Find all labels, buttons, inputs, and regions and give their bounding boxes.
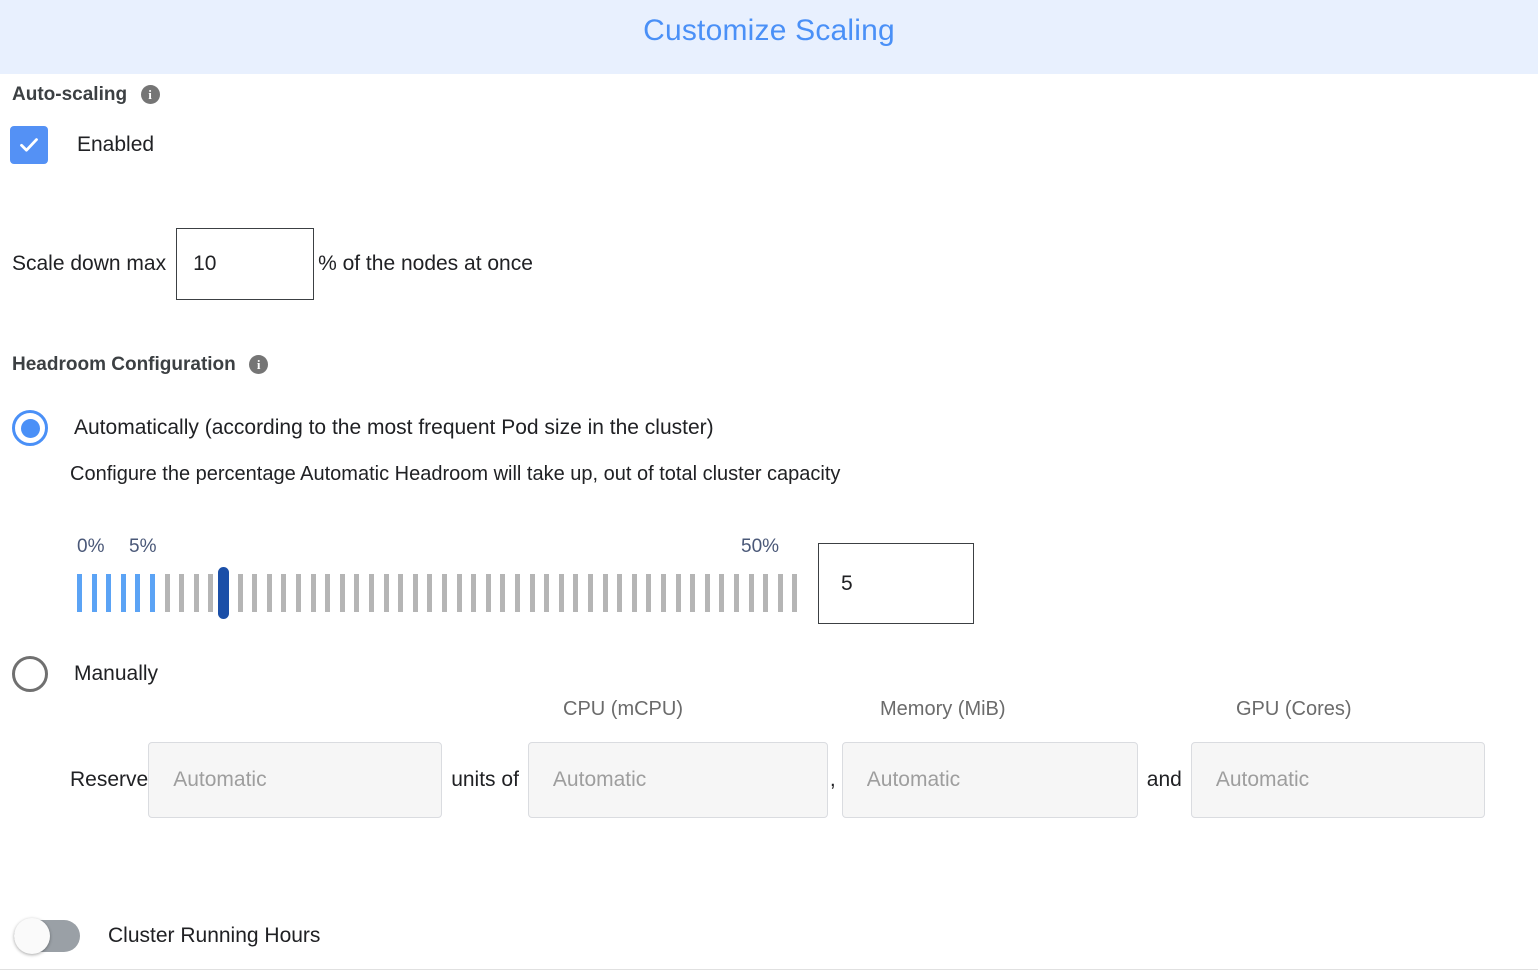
slider-tick[interactable] (690, 574, 696, 612)
slider-tick[interactable] (500, 574, 506, 612)
slider-tick[interactable] (442, 574, 447, 612)
checkmark-icon (20, 138, 38, 152)
dialog-header: Customize Scaling (0, 0, 1538, 74)
slider-tick[interactable] (471, 574, 477, 612)
auto-scaling-section: Auto-scaling i (12, 84, 160, 106)
radio-automatic[interactable] (12, 410, 48, 446)
slider-tick[interactable] (544, 574, 550, 612)
slider-tick[interactable] (734, 574, 739, 612)
slider-tick[interactable] (456, 574, 462, 612)
cluster-running-hours-row[interactable]: Cluster Running Hours (14, 918, 321, 954)
column-header-memory: Memory (MiB) (880, 698, 1006, 720)
headroom-percentage-input[interactable] (818, 543, 974, 624)
slider-tick[interactable] (91, 574, 97, 612)
slider-tick[interactable] (617, 574, 623, 612)
headroom-configuration-section: Headroom Configuration i (12, 354, 269, 376)
scale-down-max-input[interactable] (176, 228, 315, 300)
reserve-gpu-input[interactable] (1190, 742, 1485, 818)
auto-scaling-enabled-label: Enabled (77, 133, 155, 156)
toggle-knob (14, 918, 50, 954)
scale-down-max-label: Scale down max (12, 252, 167, 275)
slider-tick[interactable] (485, 574, 491, 612)
reserve-units-input[interactable] (148, 742, 443, 818)
slider-tick[interactable] (529, 574, 535, 612)
reserve-cpu-input[interactable] (527, 742, 828, 818)
headroom-option-automatic[interactable]: Automatically (according to the most fre… (12, 410, 714, 446)
slider-tick[interactable] (412, 574, 418, 612)
radio-dot (20, 418, 40, 438)
column-header-gpu: GPU (Cores) (1236, 698, 1352, 720)
slider-tick[interactable] (588, 574, 593, 612)
slider-scale-labels: 0% 5% 50% (77, 536, 807, 562)
manual-reserve-row: Reserve units of , and (0, 742, 1538, 818)
slider-tick[interactable] (164, 574, 170, 612)
slider-max-label: 50% (741, 536, 780, 557)
slider-tick[interactable] (427, 574, 433, 612)
info-icon[interactable]: i (249, 354, 269, 374)
slider-tick[interactable] (281, 574, 287, 612)
auto-scaling-label: Auto-scaling (12, 84, 128, 105)
scale-down-max-suffix: % of the nodes at once (318, 252, 533, 275)
radio-automatic-label: Automatically (according to the most fre… (74, 416, 714, 439)
slider-tick[interactable] (602, 574, 608, 612)
headroom-option-manual[interactable]: Manually (12, 656, 158, 692)
units-of-label: units of (451, 768, 519, 791)
slider-current-label: 5% (129, 536, 157, 557)
slider-tick[interactable] (266, 574, 272, 612)
and-separator: and (1146, 768, 1182, 791)
radio-manual-label: Manually (74, 662, 159, 685)
slider-tick[interactable] (310, 574, 316, 612)
comma-separator: , (829, 768, 836, 791)
slider-tick[interactable] (296, 574, 301, 612)
slider-tick[interactable] (106, 574, 112, 612)
column-header-cpu: CPU (mCPU) (563, 698, 683, 720)
slider-tick[interactable] (208, 574, 214, 612)
headroom-description: Configure the percentage Automatic Headr… (70, 463, 841, 485)
cluster-running-hours-label: Cluster Running Hours (108, 924, 321, 947)
slider-thumb[interactable] (218, 567, 229, 619)
slider-tick[interactable] (398, 574, 404, 612)
auto-scaling-enabled-row[interactable]: Enabled (10, 126, 154, 164)
slider-tick[interactable] (193, 574, 199, 612)
slider-tick[interactable] (675, 574, 681, 612)
slider-tick[interactable] (777, 574, 783, 612)
slider-tick[interactable] (369, 574, 374, 612)
slider-tick[interactable] (354, 574, 360, 612)
slider-tick[interactable] (748, 574, 754, 612)
slider-tick[interactable] (135, 574, 141, 612)
slider-ticks[interactable] (77, 574, 807, 612)
slider-tick[interactable] (150, 574, 155, 612)
page-title: Customize Scaling (643, 14, 895, 47)
slider-tick[interactable] (704, 574, 710, 612)
slider-tick[interactable] (237, 574, 243, 612)
reserve-label: Reserve (70, 768, 149, 791)
slider-tick[interactable] (661, 574, 666, 612)
slider-tick[interactable] (325, 574, 331, 612)
auto-scaling-enabled-checkbox[interactable] (10, 126, 48, 164)
headroom-configuration-label: Headroom Configuration (12, 354, 236, 375)
cluster-running-hours-toggle[interactable] (14, 918, 80, 954)
slider-tick[interactable] (646, 574, 652, 612)
slider-tick[interactable] (573, 574, 579, 612)
slider-tick[interactable] (558, 574, 564, 612)
radio-manual[interactable] (12, 656, 48, 692)
slider-tick[interactable] (339, 574, 345, 612)
slider-tick[interactable] (719, 574, 725, 612)
slider-min-label: 0% (77, 536, 105, 557)
info-icon[interactable]: i (140, 84, 160, 104)
slider-tick[interactable] (383, 574, 389, 612)
slider-tick[interactable] (631, 574, 637, 612)
slider-tick[interactable] (120, 574, 126, 612)
reserve-column-headers: CPU (mCPU) Memory (MiB) GPU (Cores) (0, 698, 1538, 724)
reserve-memory-input[interactable] (841, 742, 1138, 818)
slider-tick[interactable] (515, 574, 520, 612)
headroom-percentage-slider[interactable]: 0% 5% 50% (77, 536, 807, 626)
scale-down-max-row: Scale down max % of the nodes at once (12, 228, 533, 300)
slider-tick[interactable] (792, 574, 798, 612)
slider-tick[interactable] (179, 574, 185, 612)
slider-tick[interactable] (77, 574, 82, 612)
slider-tick[interactable] (763, 574, 769, 612)
slider-tick[interactable] (252, 574, 258, 612)
